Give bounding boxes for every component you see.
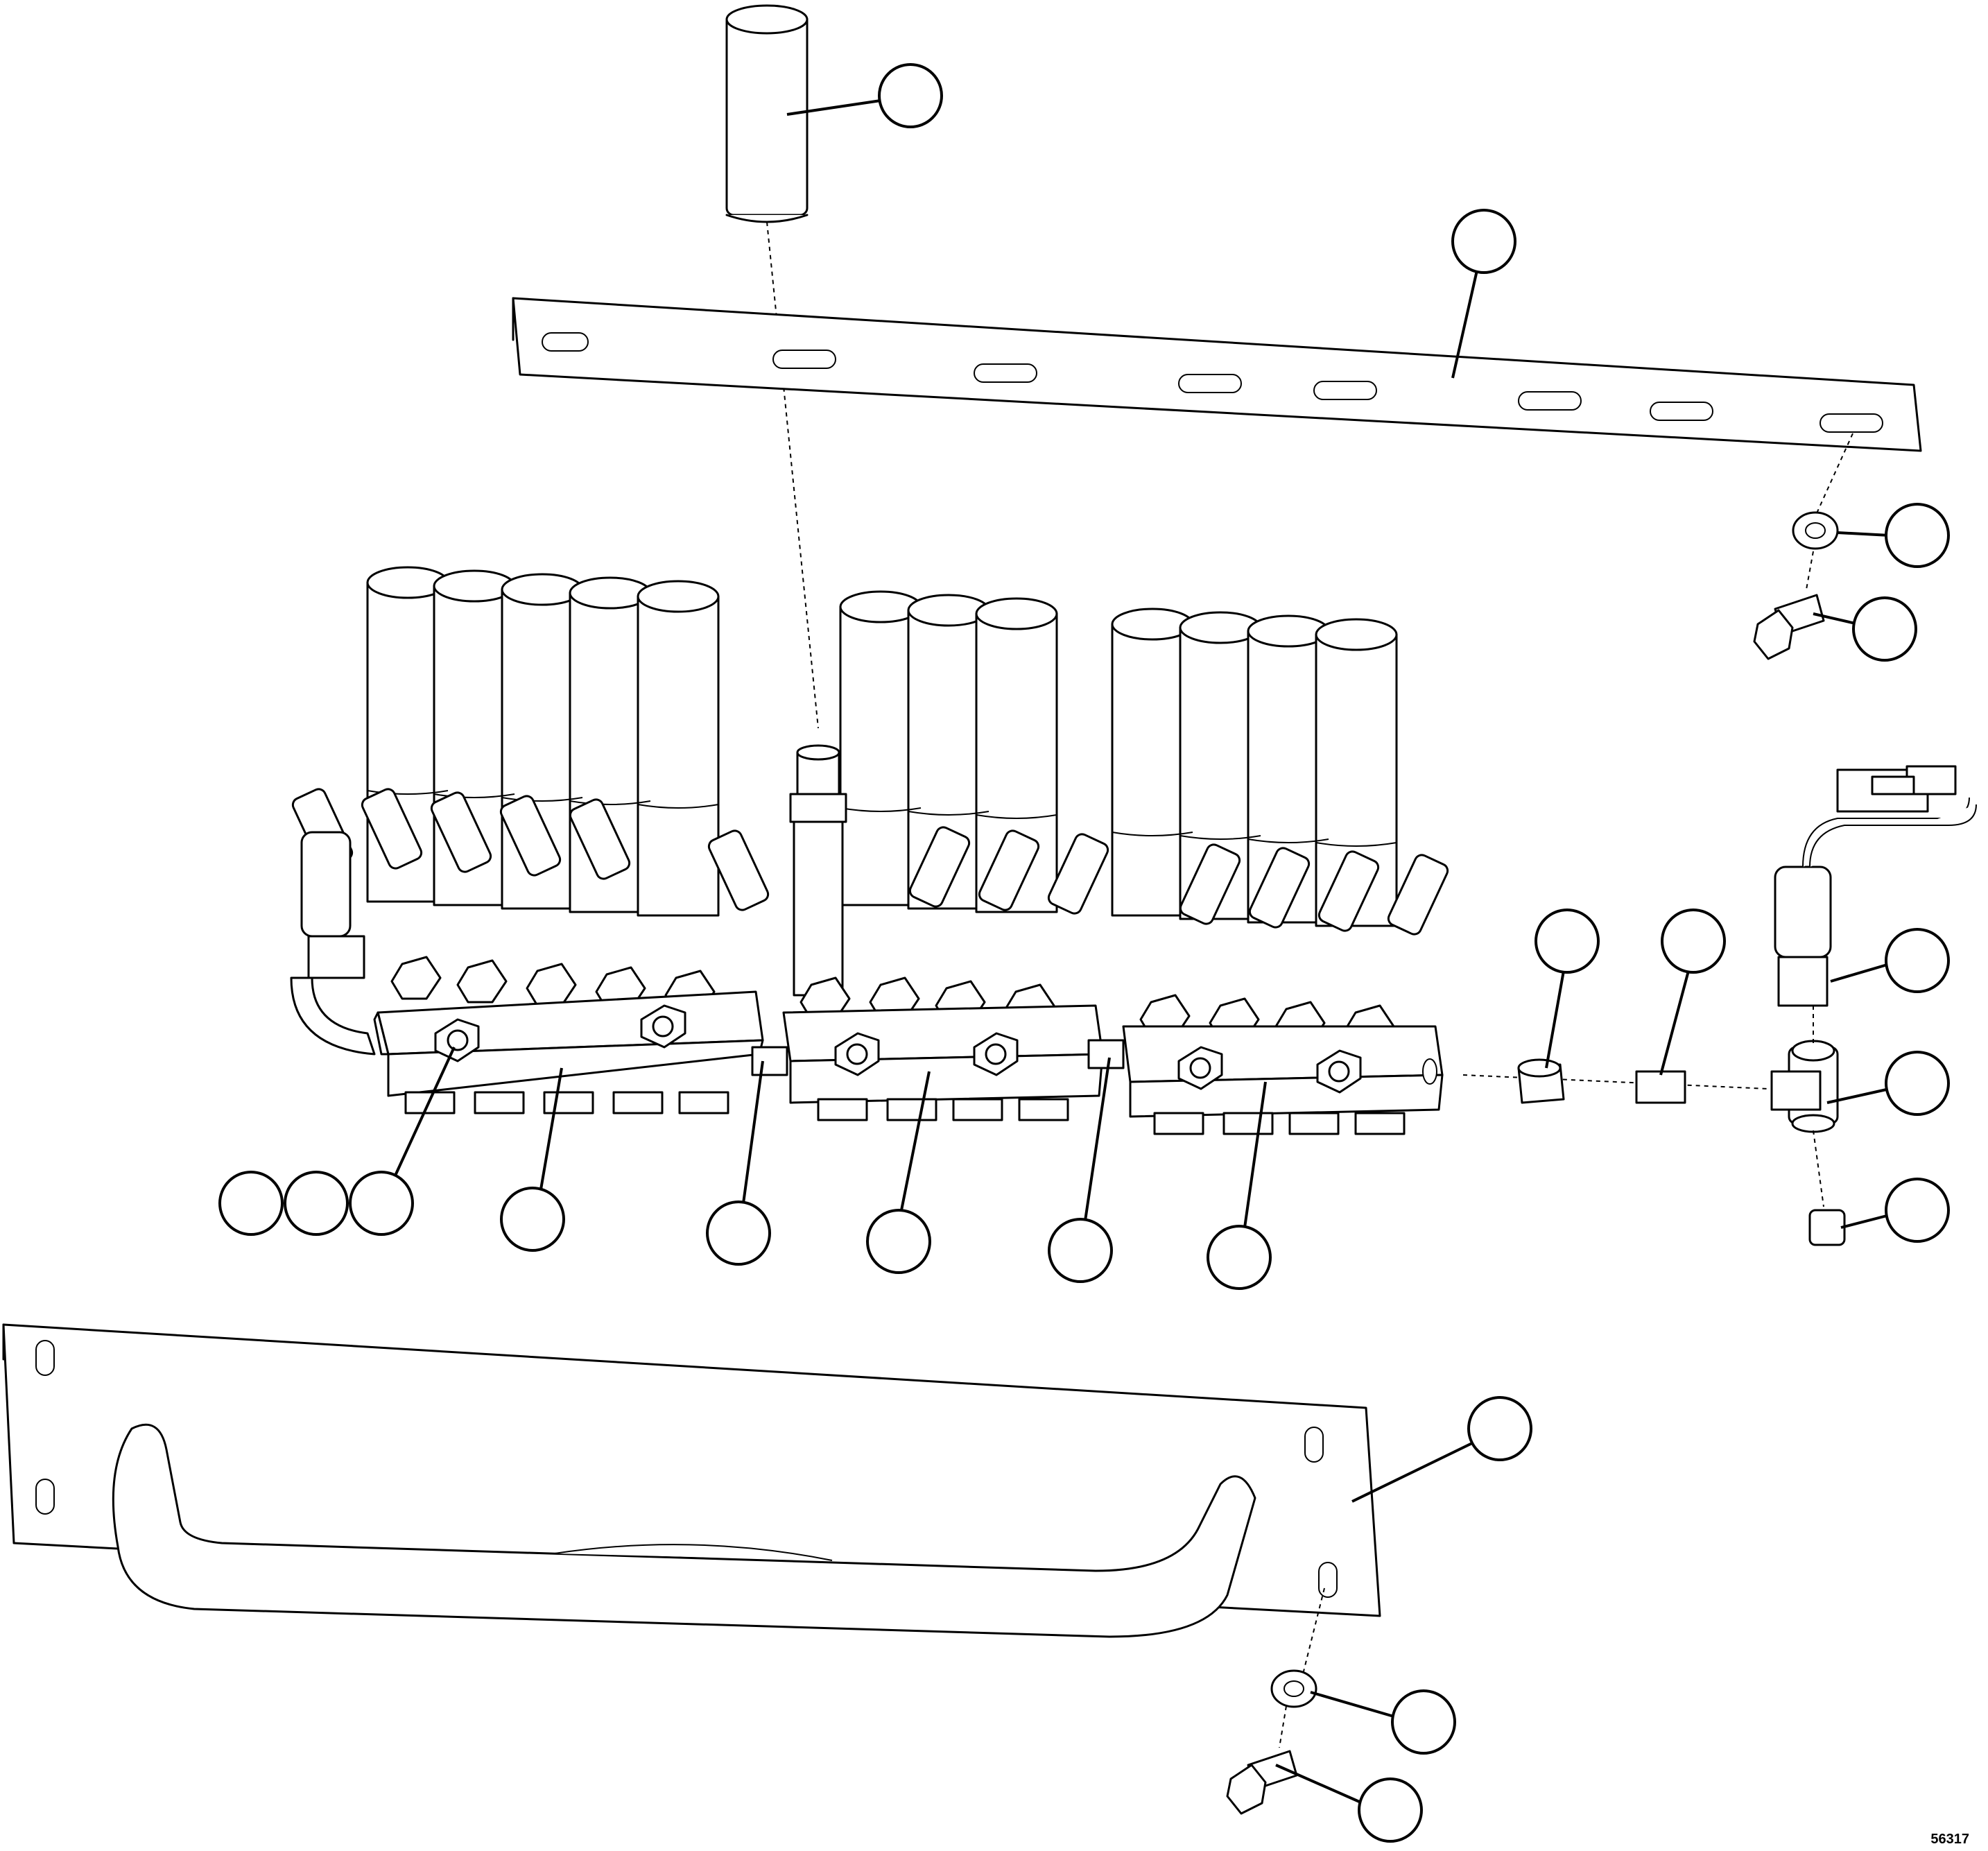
top-washer-callout bbox=[1885, 503, 1950, 568]
connector-left bbox=[751, 1046, 788, 1076]
plug-dash-line bbox=[1813, 1130, 1824, 1207]
fitting-b-callout bbox=[284, 1171, 349, 1236]
canister-part bbox=[725, 4, 809, 223]
plug-callout bbox=[1885, 1178, 1950, 1243]
sensor-callout bbox=[1885, 928, 1950, 993]
bracket-callout bbox=[1467, 1396, 1532, 1461]
nipple-callout bbox=[1661, 909, 1726, 974]
top-bar-callout bbox=[1451, 209, 1516, 274]
connector-right-callout bbox=[1048, 1218, 1113, 1283]
canister-callout bbox=[878, 63, 943, 128]
bottom-washer-dash bbox=[1279, 1705, 1287, 1748]
bottom-bolt-callout bbox=[1358, 1777, 1423, 1843]
bottom-bracket bbox=[2, 1323, 1381, 1638]
tee-callout bbox=[1885, 1051, 1950, 1116]
pressure-sensor bbox=[1774, 765, 1977, 1007]
center-valve bbox=[789, 744, 847, 997]
canister-dash-line bbox=[766, 221, 819, 729]
bottom-washer bbox=[1270, 1669, 1317, 1708]
connector-right bbox=[1087, 1039, 1125, 1069]
top-bolt-callout bbox=[1852, 596, 1917, 662]
bushing-callout bbox=[1535, 909, 1600, 974]
fitting-c-callout bbox=[349, 1171, 414, 1236]
callout-group bbox=[218, 63, 1950, 1843]
canister-group bbox=[366, 566, 1398, 927]
manifold-right-callout bbox=[1207, 1225, 1272, 1290]
top-mounting-bar bbox=[512, 297, 1922, 452]
connector-left-callout bbox=[706, 1200, 771, 1266]
top-bolt bbox=[1753, 594, 1825, 660]
left-elbow-fitting bbox=[290, 831, 376, 1056]
manifold-left bbox=[373, 990, 764, 1114]
bracket-dash-line bbox=[1303, 1587, 1325, 1672]
bottom-bolt bbox=[1226, 1750, 1298, 1815]
bottom-washer-callout bbox=[1391, 1689, 1456, 1755]
top-washer bbox=[1792, 511, 1839, 550]
manifold-middle bbox=[782, 1004, 1104, 1121]
plug bbox=[1808, 1209, 1846, 1246]
manifold-left-callout bbox=[500, 1187, 565, 1252]
nipple bbox=[1635, 1070, 1686, 1104]
bushing bbox=[1517, 1058, 1565, 1104]
fitting-dash-line bbox=[1462, 1074, 1769, 1090]
fitting-a-callout bbox=[218, 1171, 284, 1236]
figure-number: 56317 bbox=[1930, 1832, 1969, 1847]
top-bar-dash-line bbox=[1816, 433, 1853, 514]
tee-fitting bbox=[1770, 1040, 1839, 1133]
washer-dash-line bbox=[1806, 551, 1814, 590]
manifold-right bbox=[1122, 1025, 1444, 1135]
manifold-middle-callout bbox=[866, 1209, 931, 1274]
